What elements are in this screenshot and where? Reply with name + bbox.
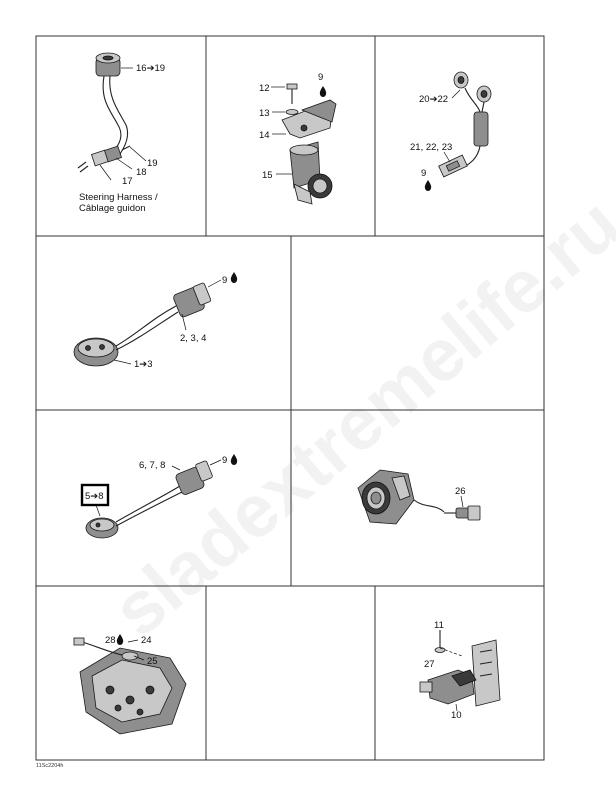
cell-bracket-module: 11 27 10 bbox=[419, 620, 501, 721]
callout-5-8: 5➔8 bbox=[85, 491, 104, 502]
callout-1-3: 1➔3 bbox=[134, 359, 153, 370]
callout-11: 11 bbox=[434, 620, 444, 631]
cell-pad-sensor: 9 2, 3, 4 1➔3 bbox=[73, 272, 238, 370]
cell-relay-connector: 20➔22 21, 22, 23 9 bbox=[410, 71, 492, 191]
callout-9: 9 bbox=[222, 455, 227, 466]
oil-drop-icon bbox=[319, 86, 327, 97]
cell-steering-harness: 16➔19 19 18 17 Steering Harness / Câblag… bbox=[77, 52, 165, 214]
drawing-code: 11Sc2204h bbox=[36, 763, 63, 769]
callout-18: 18 bbox=[136, 167, 147, 178]
connector-illustration bbox=[77, 145, 131, 173]
callout-25: 25 bbox=[147, 656, 158, 667]
callout-14: 14 bbox=[259, 130, 270, 141]
oil-drop-icon bbox=[230, 454, 238, 465]
callout-20-22: 20➔22 bbox=[419, 94, 448, 105]
module-illustration bbox=[419, 639, 501, 707]
callout-24: 24 bbox=[141, 635, 152, 646]
callout-2-3-4: 2, 3, 4 bbox=[180, 333, 206, 344]
valve-body-illustration bbox=[73, 637, 187, 735]
callout-27: 27 bbox=[424, 659, 435, 670]
callout-21-22-23: 21, 22, 23 bbox=[410, 142, 452, 153]
callout-26: 26 bbox=[455, 486, 466, 497]
callout-17: 17 bbox=[122, 176, 133, 187]
screw-illustration bbox=[285, 83, 299, 115]
sensor-illustration bbox=[95, 52, 129, 155]
callout-9: 9 bbox=[421, 168, 426, 179]
highlight-box bbox=[80, 483, 110, 507]
callout-28: 28 bbox=[105, 635, 116, 646]
bracket-illustration bbox=[281, 99, 337, 205]
oil-drop-icon bbox=[116, 634, 124, 645]
diagram-grid bbox=[35, 35, 545, 761]
watermark: sladextremelife.ru bbox=[97, 182, 616, 653]
caption-steering-harness: Steering Harness / bbox=[79, 192, 158, 203]
callout-13: 13 bbox=[259, 108, 270, 119]
callout-9: 9 bbox=[318, 72, 323, 83]
callout-16-19: 16➔19 bbox=[136, 63, 165, 74]
callout-19: 19 bbox=[147, 158, 158, 169]
callout-6-7-8: 6, 7, 8 bbox=[139, 460, 165, 471]
oil-drop-icon bbox=[424, 180, 432, 191]
small-sensor-illustration bbox=[85, 460, 213, 539]
cell-small-sensor: 6, 7, 8 9 5➔8 bbox=[80, 454, 238, 539]
callout-9: 9 bbox=[222, 275, 227, 286]
cell-valve-body: 28 24 25 bbox=[73, 634, 187, 735]
cell-bracket-sensor: 12 9 13 14 15 bbox=[259, 72, 337, 205]
caption-cablage-guidon: Câblage guidon bbox=[79, 203, 146, 214]
cell-housing-sensor: 26 bbox=[357, 469, 481, 525]
temp-sensor-illustration bbox=[444, 505, 481, 521]
callout-10: 10 bbox=[451, 710, 462, 721]
relay-illustration bbox=[438, 71, 492, 178]
oil-drop-icon bbox=[230, 272, 238, 283]
screw-illustration bbox=[434, 630, 463, 657]
callout-12: 12 bbox=[259, 83, 270, 94]
pad-sensor-illustration bbox=[73, 282, 212, 367]
callout-15: 15 bbox=[262, 170, 273, 181]
housing-illustration bbox=[357, 469, 445, 525]
